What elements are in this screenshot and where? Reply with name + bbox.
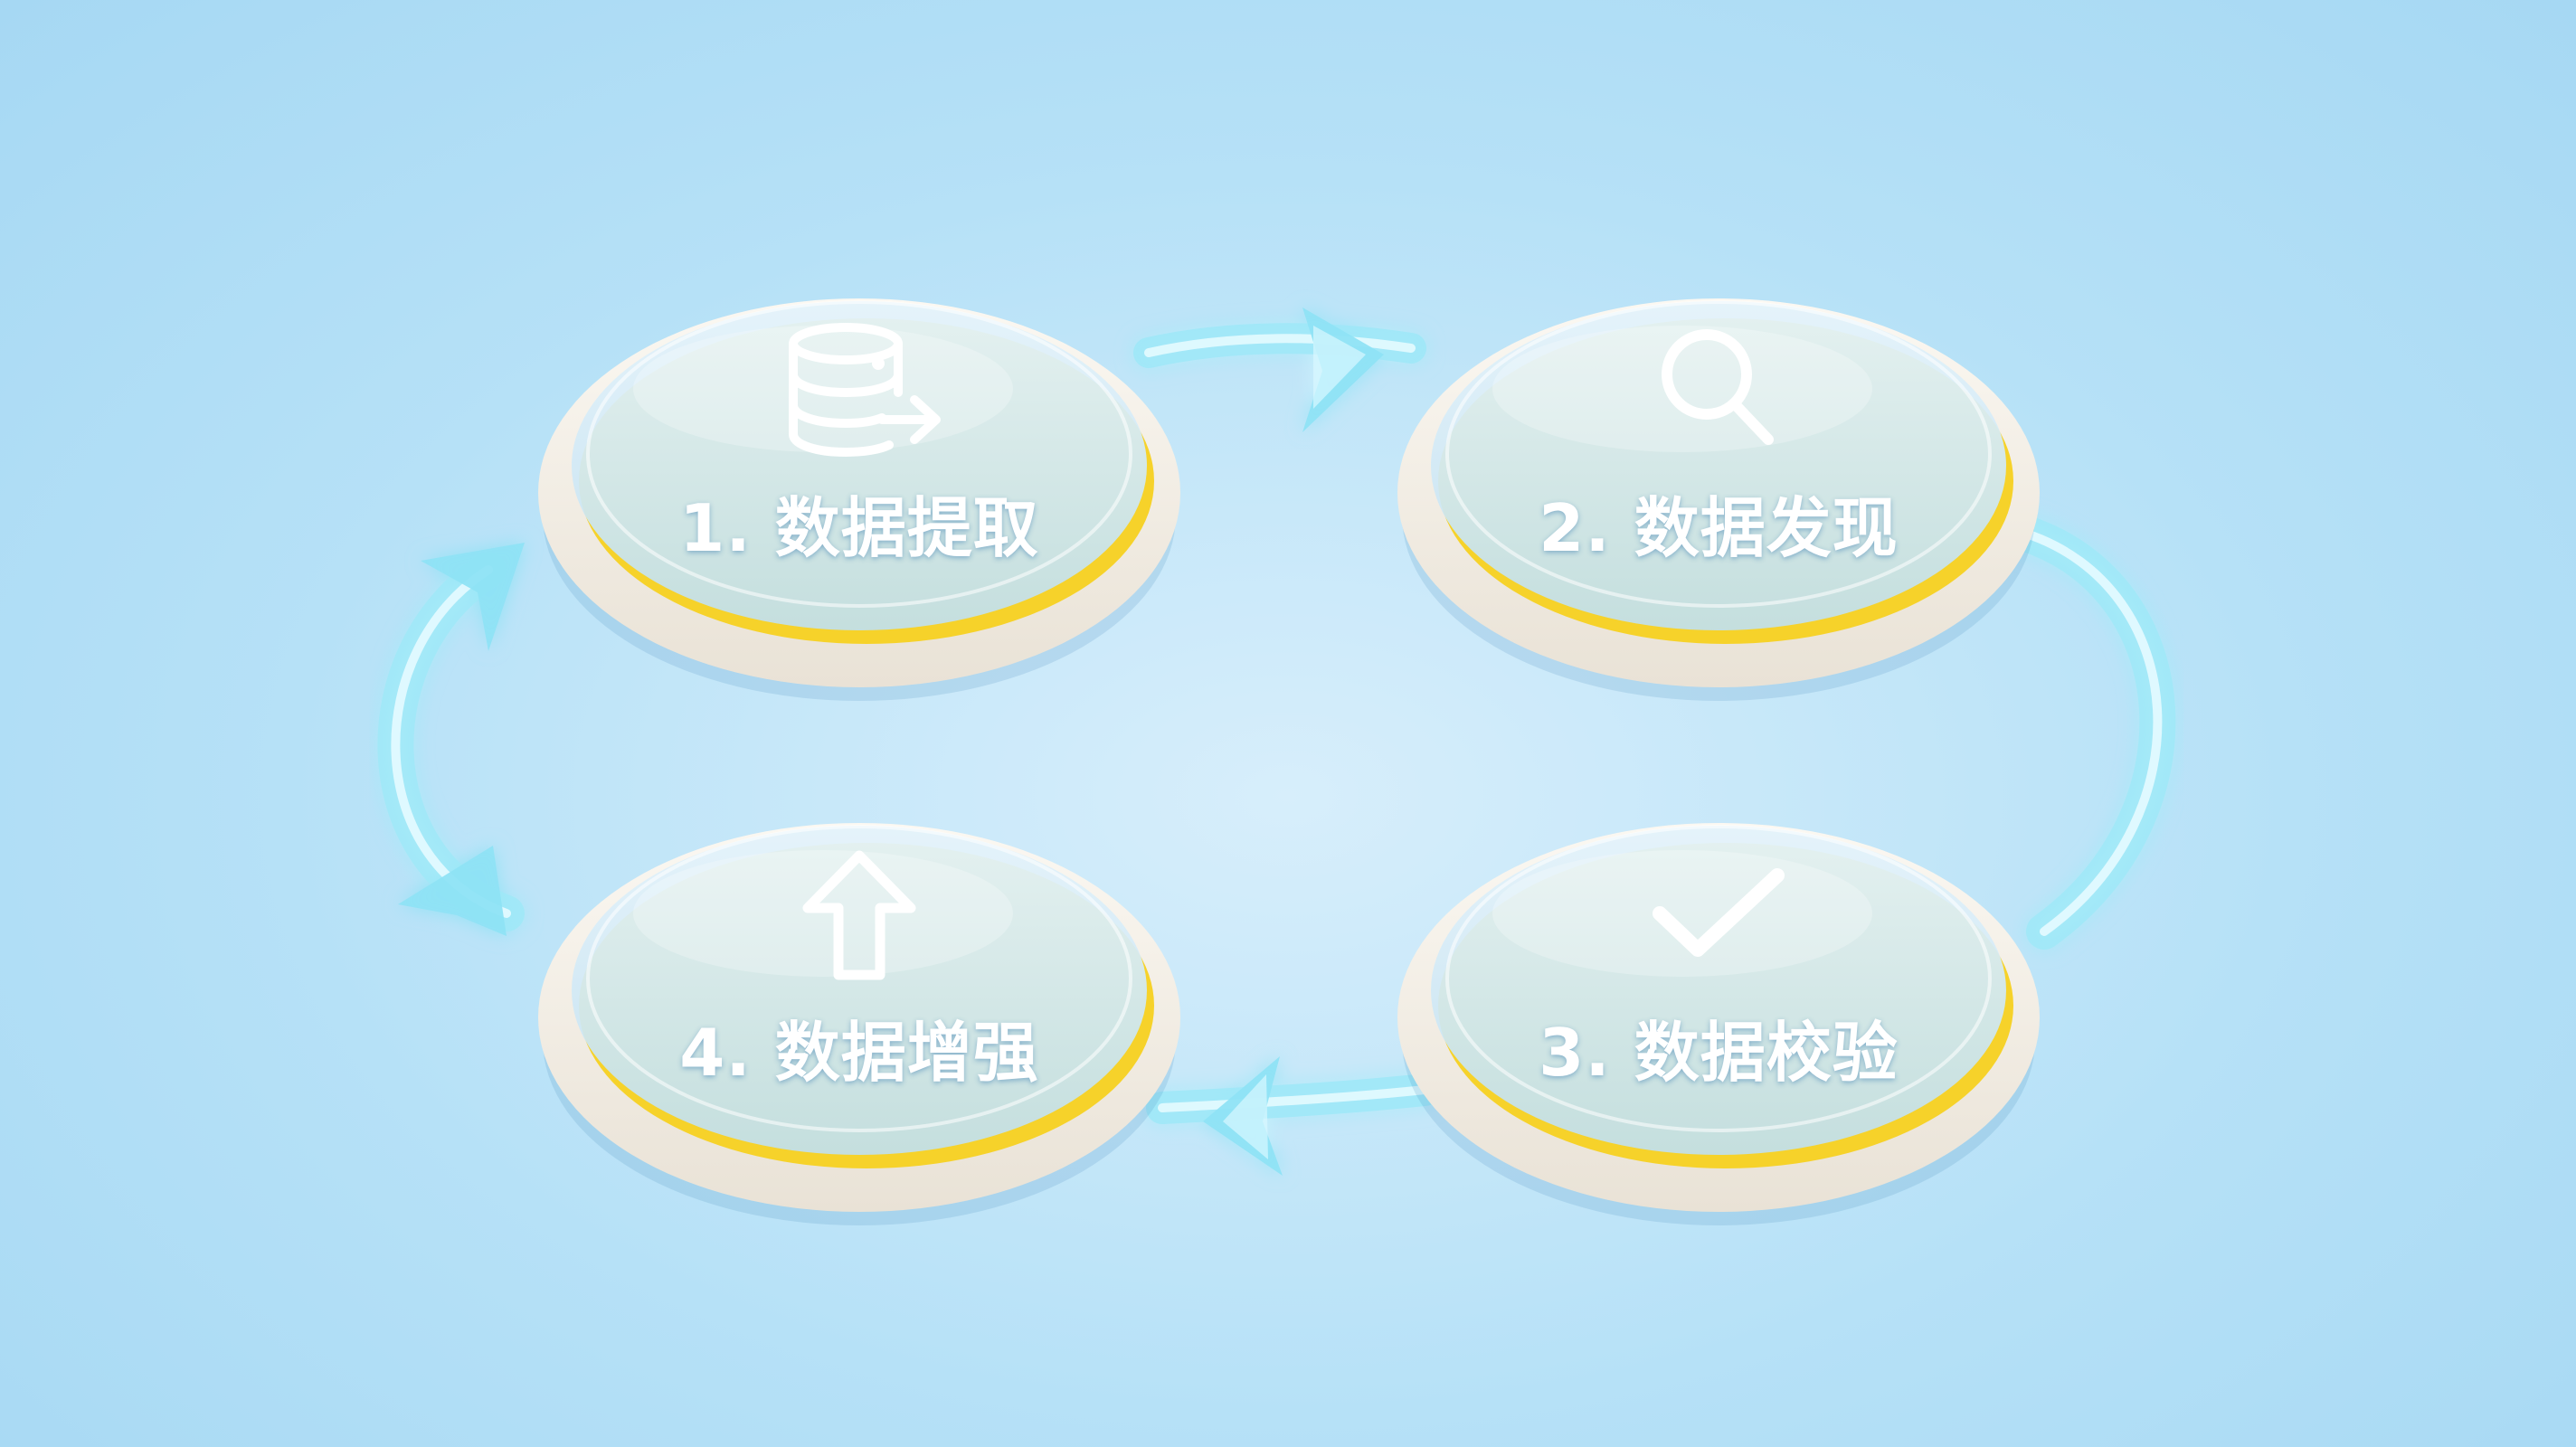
arrow-4-to-1 [377, 543, 525, 936]
step-label: 2. 数据发现 [1539, 490, 1899, 566]
step-node-1[interactable]: 1. 数据提取 [534, 244, 1185, 714]
step-label: 3. 数据校验 [1539, 1015, 1899, 1091]
step-disc [1397, 298, 2040, 701]
step-node-3[interactable]: 3. 数据校验 [1393, 769, 2044, 1239]
magnifier-icon [1633, 318, 1804, 463]
up-arrow-icon [773, 843, 945, 988]
step-node-4[interactable]: 4. 数据增强 [534, 769, 1185, 1239]
arrow-1-to-2 [1133, 307, 1426, 432]
step-disc [538, 823, 1180, 1225]
arrow-3-to-4 [1146, 1056, 1441, 1176]
step-label: 1. 数据提取 [679, 490, 1039, 566]
arrow-2-to-3 [2008, 515, 2176, 950]
step-node-2[interactable]: 2. 数据发现 [1393, 244, 2044, 714]
step-label: 4. 数据增强 [679, 1015, 1039, 1091]
database-export-icon [773, 318, 945, 463]
step-disc [1397, 823, 2040, 1225]
checkmark-icon [1633, 843, 1804, 988]
step-disc [538, 298, 1180, 701]
